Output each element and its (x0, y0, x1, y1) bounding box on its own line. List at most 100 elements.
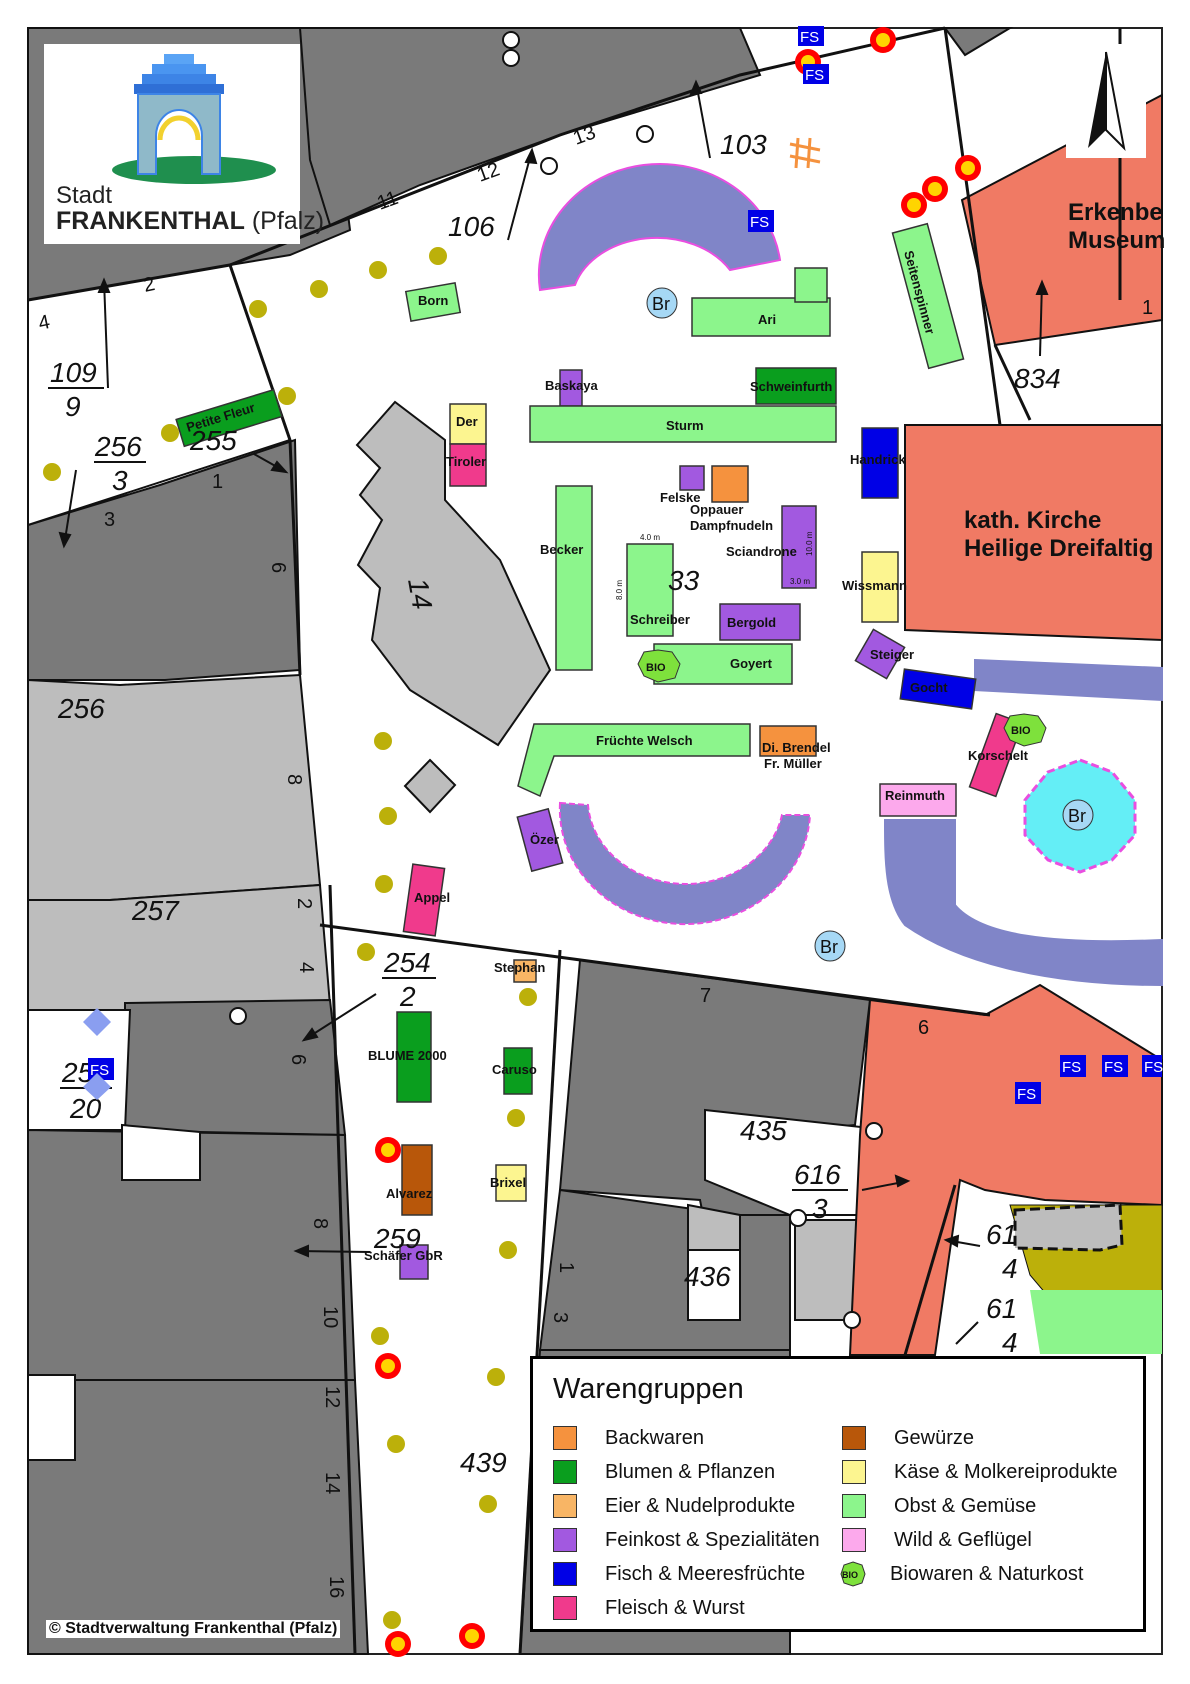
house-1b: 1 (555, 1262, 577, 1273)
legend-label: Fisch & Meeresfrüchte (605, 1562, 806, 1585)
stalls (175, 222, 1024, 1280)
dashed-boundary (1013, 1203, 1124, 1252)
stall-brendel: Di. Brendel (762, 740, 831, 755)
legend-swatch (553, 1528, 577, 1552)
diamond-markers (83, 1008, 111, 1100)
svg-text:FS: FS (1017, 1086, 1036, 1103)
legend-item: Wild & Geflügel (842, 1527, 1032, 1553)
legend-item: Fleisch & Wurst (553, 1595, 745, 1621)
house-14: 14 (321, 1472, 343, 1494)
bio-marker: BIO (637, 649, 681, 683)
parcel-4b: 4 (1002, 1327, 1018, 1358)
stall-sturm: Sturm (666, 418, 704, 433)
legend-item: Blumen & Pflanzen (553, 1459, 775, 1485)
dim-3m: 3.0 m (790, 577, 810, 586)
house-2b: 2 (293, 898, 315, 909)
legend-label: Backwaren (605, 1426, 704, 1449)
legend-label: Gewürze (894, 1426, 975, 1449)
stall-alvarez: Alvarez (386, 1186, 433, 1201)
parcel-3: 3 (112, 465, 128, 496)
parcel-254: 254 (383, 947, 431, 978)
copyright-notice: © Stadtverwaltung Frankenthal (Pfalz) (46, 1620, 341, 1638)
stall-steiger: Steiger (870, 647, 914, 662)
stall-oezer: Özer (530, 832, 559, 847)
fountain-marker: Br (814, 930, 846, 962)
svg-text:FS: FS (1062, 1059, 1081, 1076)
parcel-4: 4 (1002, 1253, 1018, 1284)
stall-brixel: Brixel (490, 1175, 526, 1190)
stall-fruechte-welsch: Früchte Welsch (596, 733, 693, 748)
svg-text:Br: Br (1068, 806, 1086, 826)
fs-markers: FS FS FS FS FS FS FS FS (88, 26, 1163, 1104)
arch-logo-icon (112, 54, 276, 184)
courtyards (27, 263, 872, 1461)
house-4b: 4 (295, 962, 317, 973)
curved-seating (537, 162, 1163, 987)
dim-10m: 10.0 m (805, 531, 814, 556)
parcel-61b: 61 (986, 1293, 1017, 1324)
pointer-arrows (58, 79, 1049, 1345)
legend-label: Eier & Nudelprodukte (605, 1494, 796, 1517)
legend-label: Obst & Gemüse (894, 1494, 1037, 1517)
stall-tiroler: Tiroler (446, 454, 486, 469)
legend-swatch (842, 1494, 866, 1518)
small-stall-diamond (403, 758, 457, 814)
parcel-33: 33 (668, 565, 700, 596)
legend-label: Käse & Molkereiprodukte (894, 1460, 1118, 1483)
house-3: 3 (104, 509, 115, 531)
stall-stephan: Stephan (494, 960, 545, 975)
parcel-259: 259 (373, 1223, 421, 1254)
parcel-9: 9 (65, 391, 81, 422)
svg-text:BIO: BIO (842, 1570, 858, 1580)
legend-label: Wild & Geflügel (894, 1528, 1032, 1551)
parcel-3b: 3 (812, 1193, 828, 1224)
stall-schaefer: Schäfer GbR (364, 1248, 443, 1263)
fs-marker: FS (748, 210, 774, 232)
legend-swatch (842, 1528, 866, 1552)
house-8b: 8 (309, 1218, 331, 1229)
logo-region: (Pfalz) (244, 207, 325, 235)
house-6b: 6 (287, 1054, 309, 1065)
fs-marker: FS (1015, 1082, 1041, 1104)
stall-ari: Ari (758, 312, 776, 327)
parcel-256b: 256 (57, 693, 105, 724)
museum-label: Erkenbe (1068, 199, 1163, 226)
parcel-103: 103 (720, 129, 767, 160)
museum-label-2: Museum (1068, 227, 1165, 254)
fountain-marker: Br (1062, 799, 1094, 831)
legend-item: Feinkost & Spezialitäten (553, 1527, 820, 1553)
stall-bergold: Bergold (727, 615, 776, 630)
stall-wissmann: Wissmann (842, 578, 907, 593)
stall-sciandrone: Sciandrone (726, 544, 797, 559)
parcel-61: 61 (986, 1219, 1017, 1250)
stall-born: Born (418, 293, 448, 308)
logo-city: FRANKENTHAL (56, 207, 245, 235)
parcel-numbers: 103 106 109 9 256 3 255 256 257 254 2 25… (48, 129, 1061, 1478)
parcel-834: 834 (1014, 363, 1061, 394)
north-arrow-icon (1088, 51, 1126, 151)
stacked-crates (789, 137, 821, 169)
fs-marker: FS (1102, 1055, 1128, 1077)
house-12b: 12 (321, 1386, 343, 1408)
survey-points (229, 31, 883, 1329)
svg-text:Br: Br (820, 937, 838, 957)
svg-text:FS: FS (805, 67, 824, 84)
parcel-616: 616 (794, 1159, 841, 1190)
legend-label: Biowaren & Naturkost (890, 1562, 1084, 1585)
stall-becker: Becker (540, 542, 583, 557)
parcel-109: 109 (50, 357, 97, 388)
dim-4m: 4.0 m (640, 533, 660, 542)
svg-text:BIO: BIO (646, 662, 666, 674)
parcel-257: 257 (131, 895, 180, 926)
stall-goyert: Goyert (730, 656, 773, 671)
house-1c: 1 (1142, 297, 1153, 319)
fountain-marker: Br (646, 287, 678, 319)
stall-schweinfurth: Schweinfurth (750, 379, 832, 394)
legend-item: Käse & Molkereiprodukte (842, 1459, 1117, 1485)
svg-text:FS: FS (1144, 1059, 1163, 1076)
svg-text:FS: FS (90, 1062, 109, 1079)
legend-swatch (553, 1460, 577, 1484)
stall-reinmuth: Reinmuth (885, 788, 945, 803)
church-label-2: Heilige Dreifaltig (964, 535, 1153, 562)
trees (43, 247, 537, 1629)
